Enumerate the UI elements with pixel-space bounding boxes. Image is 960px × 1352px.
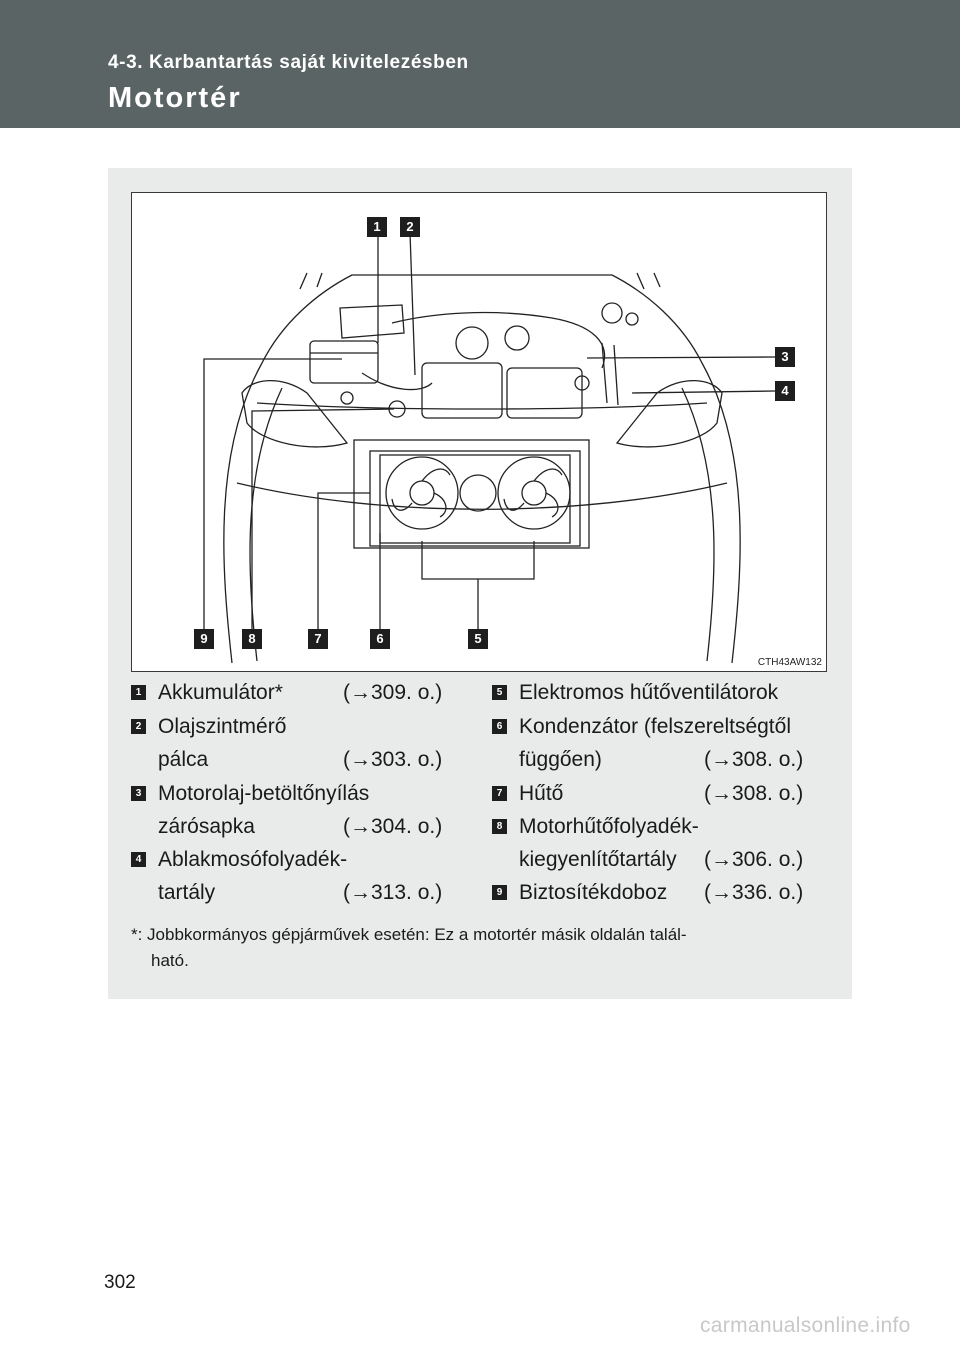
legend-ref: (→308. o.) — [704, 748, 804, 771]
legend-item-9: 9 Biztosítékdoboz (→336. o.) — [492, 876, 832, 909]
legend-label: Motorhűtőfolyadék- — [519, 815, 699, 838]
legend-label: Kondenzátor (felszereltségtől — [519, 715, 791, 738]
legend-badge-5: 5 — [492, 685, 507, 700]
callout-4: 4 — [775, 381, 795, 401]
callout-8: 8 — [242, 629, 262, 649]
footer-watermark[interactable]: carmanualsonline.info — [700, 1314, 911, 1337]
legend-label: Akkumulátor* — [158, 681, 283, 704]
legend-item-4: 4 Ablakmosófolyadék- tartály (→313. o.) — [131, 843, 461, 909]
legend-label-cont: kiegyenlítőtartály — [519, 848, 677, 871]
legend-badge-2: 2 — [131, 719, 146, 734]
legend-badge-4: 4 — [131, 852, 146, 867]
footnote-line-2: ható. — [151, 951, 189, 970]
legend-badge-3: 3 — [131, 786, 146, 801]
legend-item-6: 6 Kondenzátor (felszereltségtől függően)… — [492, 710, 832, 776]
legend-badge-1: 1 — [131, 685, 146, 700]
legend-label: Ablakmosófolyadék- — [158, 848, 348, 871]
legend-label-cont: pálca — [158, 748, 209, 771]
legend-ref: (→303. o.) — [343, 748, 443, 771]
footnote: *: Jobbkormányos gépjárművek esetén: Ez … — [131, 922, 831, 974]
legend-label-cont: zárósapka — [158, 815, 255, 838]
legend-label: Olajszintmérő — [158, 715, 287, 738]
legend-ref: (→308. o.) — [704, 782, 804, 805]
callout-7: 7 — [308, 629, 328, 649]
legend-badge-9: 9 — [492, 885, 507, 900]
engine-bay-figure: 1 2 3 4 9 8 7 6 5 CTH43AW132 — [131, 192, 827, 672]
legend-badge-7: 7 — [492, 786, 507, 801]
section-title: 4-3. Karbantartás saját kivitelezésben — [108, 52, 469, 73]
callout-3: 3 — [775, 347, 795, 367]
legend-item-2: 2 Olajszintmérő pálca (→303. o.) — [131, 710, 461, 776]
legend-label: Motorolaj-betöltőnyílás — [158, 782, 370, 805]
callout-2: 2 — [400, 217, 420, 237]
legend-label: Hűtő — [519, 782, 564, 805]
page-title: Motortér — [108, 82, 242, 114]
legend-ref: (→306. o.) — [704, 848, 804, 871]
legend-label: Elektromos hűtőventilátorok — [519, 681, 779, 704]
legend-ref: (→336. o.) — [704, 881, 804, 904]
legend-label-cont: tartály — [158, 881, 216, 904]
engine-bay-illustration — [203, 232, 776, 664]
callout-1: 1 — [367, 217, 387, 237]
legend-item-3: 3 Motorolaj-betöltőnyílás zárósapka (→30… — [131, 777, 461, 843]
legend-ref: (→309. o.) — [343, 681, 443, 704]
legend-ref: (→304. o.) — [343, 815, 443, 838]
page-number: 302 — [104, 1272, 136, 1293]
legend-label: Biztosítékdoboz — [519, 881, 668, 904]
legend-item-8: 8 Motorhűtőfolyadék- kiegyenlítőtartály … — [492, 810, 832, 876]
legend-ref: (→313. o.) — [343, 881, 443, 904]
legend-item-1: 1 Akkumulátor* (→309. o.) — [131, 676, 461, 709]
callout-9: 9 — [194, 629, 214, 649]
header-bar: 4-3. Karbantartás saját kivitelezésben M… — [0, 0, 960, 128]
legend-item-7: 7 Hűtő (→308. o.) — [492, 777, 832, 810]
legend-badge-8: 8 — [492, 819, 507, 834]
legend-item-5: 5 Elektromos hűtőventilátorok — [492, 676, 832, 709]
figure-code: CTH43AW132 — [757, 657, 822, 668]
callout-6: 6 — [370, 629, 390, 649]
footnote-line-1: *: Jobbkormányos gépjárművek esetén: Ez … — [131, 925, 687, 944]
callout-5: 5 — [468, 629, 488, 649]
legend-badge-6: 6 — [492, 719, 507, 734]
legend-label-cont: függően) — [519, 748, 602, 771]
